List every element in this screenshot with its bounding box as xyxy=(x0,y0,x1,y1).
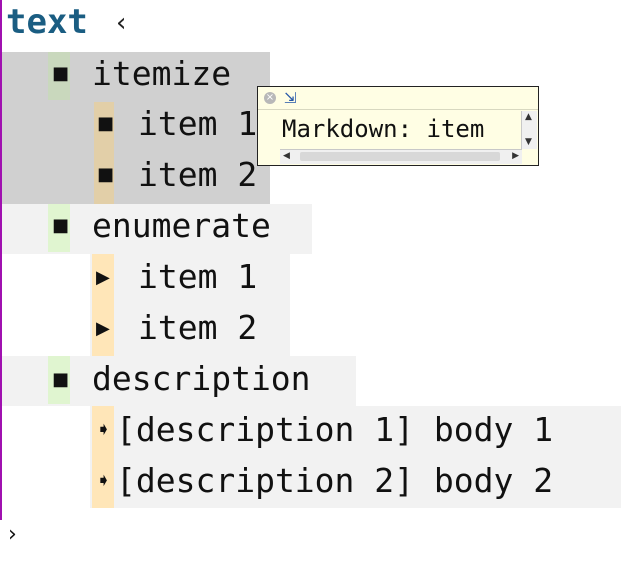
itemize-bullet-icon: ■ xyxy=(52,63,70,84)
enumerate-items-highlight xyxy=(90,254,290,356)
description-bullet-icon: ■ xyxy=(52,369,70,390)
description-label[interactable]: description xyxy=(92,359,311,398)
scroll-up-icon[interactable]: ▲ xyxy=(525,112,532,122)
popup-horizontal-scrollbar[interactable]: ◀ ▶ xyxy=(280,149,522,164)
itemize-item-marker-icon: ■ xyxy=(97,164,115,185)
description-item-marker-icon: ➧ xyxy=(96,419,112,440)
itemize-items-gutter xyxy=(94,102,114,204)
enumerate-item-marker-icon: ▶ xyxy=(96,318,110,339)
tooltip-popup: × ⇲ Markdown: item ▲ ▼ ◀ ▶ xyxy=(257,86,539,166)
scroll-left-icon[interactable]: ◀ xyxy=(283,151,290,161)
description-item[interactable]: [description 2] body 2 xyxy=(116,461,554,500)
description-items-gutter xyxy=(92,406,114,508)
enumerate-items-gutter xyxy=(92,254,114,356)
collapse-button[interactable]: ‹ xyxy=(116,8,127,38)
popup-toolbar: × ⇲ xyxy=(258,87,538,110)
enumerate-gutter xyxy=(48,204,70,252)
itemize-item[interactable]: item 2 xyxy=(138,155,258,194)
description-item-marker-icon: ➧ xyxy=(96,470,112,491)
enumerate-item[interactable]: item 2 xyxy=(138,308,258,347)
selection-highlight xyxy=(2,52,270,204)
description-items-highlight xyxy=(90,406,621,508)
text-keyword[interactable]: text xyxy=(6,2,88,42)
description-item[interactable]: [description 1] body 1 xyxy=(116,410,554,449)
close-icon[interactable]: × xyxy=(264,92,276,104)
enumerate-label[interactable]: enumerate xyxy=(92,206,271,245)
enumerate-item[interactable]: item 1 xyxy=(138,257,258,296)
enumerate-bullet-icon: ■ xyxy=(52,215,70,236)
editor-left-border xyxy=(0,0,2,520)
enumerate-item-marker-icon: ▶ xyxy=(96,267,110,288)
itemize-label[interactable]: itemize xyxy=(92,54,232,93)
scroll-right-icon[interactable]: ▶ xyxy=(512,151,519,161)
itemize-item-marker-icon: ■ xyxy=(97,113,115,134)
scroll-thumb[interactable] xyxy=(300,152,500,161)
expand-button[interactable]: › xyxy=(8,522,17,547)
description-gutter xyxy=(48,356,70,404)
scroll-down-icon[interactable]: ▼ xyxy=(525,137,532,147)
itemize-item[interactable]: item 1 xyxy=(138,104,258,143)
popup-vertical-scrollbar[interactable]: ▲ ▼ xyxy=(521,111,537,149)
itemize-gutter xyxy=(48,52,70,100)
popup-text: Markdown: item xyxy=(282,115,485,143)
open-in-editor-icon[interactable]: ⇲ xyxy=(284,89,297,107)
